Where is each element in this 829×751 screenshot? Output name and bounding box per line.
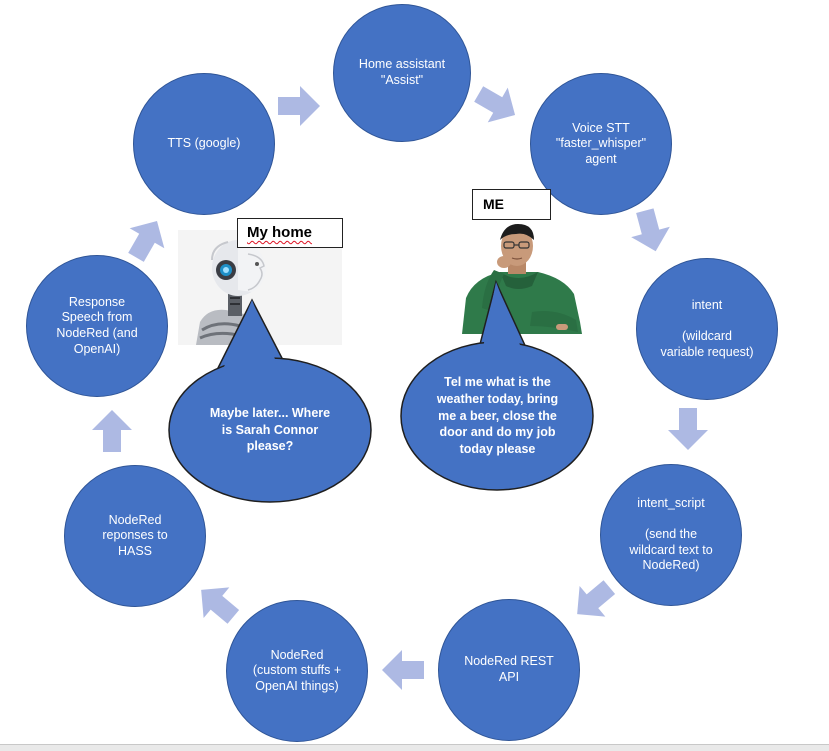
arrow-left-icon bbox=[382, 650, 424, 690]
robot-speech-text: Maybe later... Where is Sarah Connor ple… bbox=[209, 405, 331, 454]
bottom-divider bbox=[0, 744, 829, 751]
node-intent-script: intent_script (send the wildcard text to… bbox=[600, 464, 742, 606]
node-nodered-rest-api: NodeRed REST API bbox=[438, 599, 580, 741]
arrow-custom-to-responses bbox=[201, 587, 240, 624]
arrow-up-right-icon bbox=[128, 220, 165, 262]
node-response-speech: Response Speech from NodeRed (and OpenAI… bbox=[26, 255, 168, 397]
arrow-down-icon bbox=[631, 208, 670, 252]
me-label-text: ME bbox=[483, 196, 504, 212]
me-speech-text: Tel me what is the weather today, bring … bbox=[436, 374, 559, 457]
node-nodered-custom: NodeRed (custom stuffs + OpenAI things) bbox=[226, 600, 368, 742]
arrow-script-to-rest bbox=[577, 580, 616, 617]
arrow-responses-to-speech bbox=[92, 410, 132, 452]
arrow-down-right-icon bbox=[474, 86, 516, 123]
arrow-down-icon bbox=[668, 408, 708, 450]
node-label: intent_script (send the wildcard text to… bbox=[629, 495, 713, 573]
node-label: NodeRed reponses to HASS bbox=[102, 512, 168, 558]
person-image bbox=[460, 222, 584, 334]
arrow-rest-to-custom bbox=[382, 650, 424, 690]
node-intent: intent (wildcard variable request) bbox=[636, 258, 778, 400]
node-label: intent (wildcard variable request) bbox=[660, 297, 754, 359]
arrow-speech-to-tts bbox=[128, 220, 165, 262]
arrow-up-left-icon bbox=[201, 587, 240, 624]
person-icon bbox=[460, 222, 584, 334]
me-label: ME bbox=[472, 189, 551, 220]
my-home-label-text: My home bbox=[247, 224, 313, 241]
arrow-up-icon bbox=[92, 410, 132, 452]
arrow-down-left-icon bbox=[577, 580, 616, 617]
node-home-assistant-assist: Home assistant "Assist" bbox=[333, 4, 471, 142]
node-label: TTS (google) bbox=[167, 136, 241, 151]
node-nodered-responses: NodeRed reponses to HASS bbox=[64, 465, 206, 607]
arrow-intent-to-script bbox=[668, 408, 708, 450]
node-label: NodeRed (custom stuffs + OpenAI things) bbox=[252, 647, 342, 693]
arrow-stt-to-intent bbox=[631, 208, 670, 252]
arrow-tts-to-assist bbox=[278, 86, 320, 126]
my-home-label: My home bbox=[237, 218, 343, 248]
node-voice-stt: Voice STT "faster_whisper" agent bbox=[530, 73, 672, 215]
node-tts-google: TTS (google) bbox=[133, 73, 275, 215]
node-label: Response Speech from NodeRed (and OpenAI… bbox=[56, 294, 138, 356]
arrow-assist-to-stt bbox=[474, 86, 516, 123]
node-label: Home assistant "Assist" bbox=[358, 57, 446, 87]
node-label: Voice STT "faster_whisper" agent bbox=[555, 120, 647, 166]
node-label: NodeRed REST API bbox=[464, 654, 554, 684]
arrow-right-icon bbox=[278, 86, 320, 126]
